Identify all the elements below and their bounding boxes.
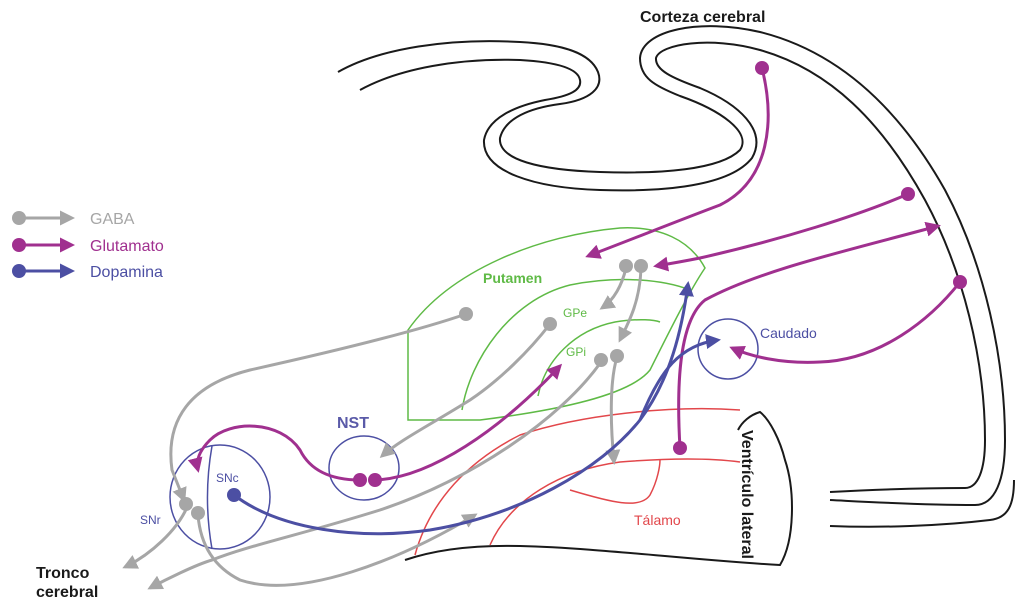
gaba-dot-snr-1 <box>179 497 193 511</box>
stn-outline <box>329 436 399 500</box>
label-snr: SNr <box>140 513 161 527</box>
dop-dot-snc <box>227 488 241 502</box>
label-brainstem-line1: Tronco <box>36 565 90 582</box>
glu-dot-cortex-1 <box>755 61 769 75</box>
glu-stn-to-gpi <box>375 366 560 480</box>
legend-item-dopamine: Dopamina <box>12 264 163 281</box>
gaba-dot-snr-2 <box>191 506 205 520</box>
label-brainstem-line2: cerebral <box>36 584 98 601</box>
legend-item-gaba: GABA <box>12 211 135 228</box>
glu-dot-cortex-2 <box>901 187 915 201</box>
legend-label-glutamate: Glutamato <box>90 238 164 255</box>
gaba-dot-putamen <box>459 307 473 321</box>
label-stn: NST <box>337 415 369 432</box>
gaba-dot-gpi-2 <box>610 349 624 363</box>
label-cortex: Corteza cerebral <box>640 9 765 26</box>
label-snc: SNc <box>216 471 239 485</box>
glu-cortex-to-putamen-2 <box>656 194 908 266</box>
neuron-dots <box>179 61 967 520</box>
gaba-dot-putamen-1 <box>619 259 633 273</box>
label-ventricle: Ventrículo lateral <box>738 430 755 559</box>
gaba-dot-gpi-1 <box>594 353 608 367</box>
legend-label-dopamine: Dopamina <box>90 264 163 281</box>
glu-dot-stn-2 <box>368 473 382 487</box>
legend-item-glutamate: Glutamato <box>12 238 164 255</box>
gaba-dot-gpe <box>543 317 557 331</box>
legend: GABA Glutamato Dopamina <box>12 211 164 281</box>
legend-label-gaba: GABA <box>90 211 135 228</box>
gaba-dot-putamen-2 <box>634 259 648 273</box>
glu-dot-thalamus <box>673 441 687 455</box>
glu-dot-stn-1 <box>353 473 367 487</box>
label-putamen: Putamen <box>483 270 542 286</box>
gaba-putamen-to-gpe <box>602 268 626 308</box>
glutamate-pathways <box>197 68 960 480</box>
caudate-outline <box>698 319 758 379</box>
glu-cortex-to-caudate <box>732 282 960 362</box>
label-caudate: Caudado <box>760 325 817 341</box>
label-gpe: GPe <box>563 306 587 320</box>
glu-dot-cortex-3 <box>953 275 967 289</box>
substantia-nigra-outline <box>170 445 270 549</box>
label-thalamus: Tálamo <box>634 512 681 528</box>
ventricle-outline <box>405 412 792 565</box>
dopamine-pathways <box>234 284 718 534</box>
label-gpi: GPi <box>566 345 586 359</box>
thalamus-outline <box>415 409 740 555</box>
